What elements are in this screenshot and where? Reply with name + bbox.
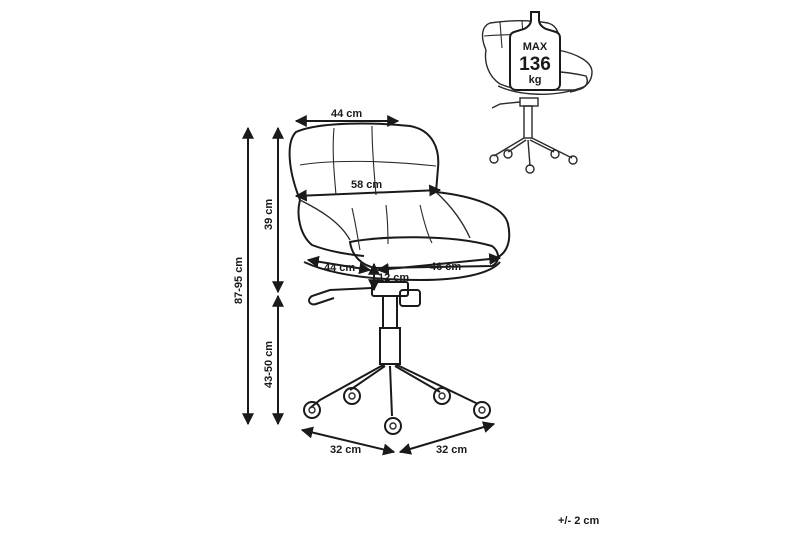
tilt-knob [399, 289, 421, 307]
caster-wheel [384, 417, 402, 435]
label-seat-height: 43-50 cm [263, 341, 275, 388]
label-base-left: 32 cm [330, 444, 361, 456]
cylinder-cover [379, 327, 401, 365]
right-arm-shell [435, 191, 511, 259]
label-armrest-gap: 12 cm [378, 272, 409, 284]
caster-wheel [473, 401, 491, 419]
small-base-leg [527, 139, 531, 167]
right-arm-inner [435, 191, 471, 239]
backrest-seam [299, 160, 437, 167]
weight-badge: MAX 136 kg [509, 11, 561, 91]
caster-wheel [343, 387, 361, 405]
weight-icon [509, 11, 561, 91]
tolerance-note: +/- 2 cm [558, 515, 599, 527]
base-leg [394, 363, 479, 405]
label-total-height: 87-95 cm [233, 257, 245, 304]
label-top-width: 44 cm [331, 108, 362, 120]
dim-line-seat-width [294, 184, 442, 202]
seat-seam [385, 204, 389, 245]
label-base-right: 32 cm [436, 444, 467, 456]
small-caster [503, 149, 513, 159]
small-base-leg [529, 139, 555, 153]
seat-seam [419, 204, 433, 244]
height-lever [308, 287, 373, 306]
seat-mechanism [371, 281, 409, 297]
label-seat-front: 46 cm [430, 261, 461, 273]
caster-wheel [303, 401, 321, 419]
small-caster [489, 154, 499, 164]
small-cylinder [523, 105, 533, 139]
base-leg [394, 365, 441, 393]
base-leg [309, 363, 386, 409]
left-arm-inner [299, 199, 351, 241]
dim-line-base-left [300, 426, 396, 456]
dim-line-base-right [398, 421, 496, 455]
small-base-leg [507, 139, 527, 153]
gas-cylinder [382, 295, 398, 329]
weight-max-label: MAX [523, 41, 548, 53]
dim-line-seat-depth [306, 255, 372, 275]
dimension-lines [242, 115, 502, 456]
small-shell-bottom [497, 85, 587, 95]
small-caster [568, 155, 578, 165]
small-arm-right [557, 49, 593, 93]
seat-seam [351, 207, 361, 251]
base-leg [349, 365, 386, 391]
caster-wheel [433, 387, 451, 405]
label-seat-depth: 44 cm [324, 262, 355, 274]
small-base-leg [493, 137, 525, 157]
small-caster [525, 164, 535, 174]
label-seat-width: 58 cm [351, 179, 382, 191]
weight-unit: kg [529, 74, 542, 86]
small-base-leg [531, 137, 573, 159]
left-arm-shell [297, 199, 365, 257]
label-backrest-height: 39 cm [263, 199, 275, 230]
dim-line-seat-front [376, 253, 502, 275]
weight-value: 136 [519, 54, 551, 75]
small-caster [550, 149, 560, 159]
small-lever [491, 101, 521, 109]
small-mechanism [519, 97, 539, 107]
seat-cushion [348, 236, 499, 270]
base-leg [389, 365, 393, 417]
